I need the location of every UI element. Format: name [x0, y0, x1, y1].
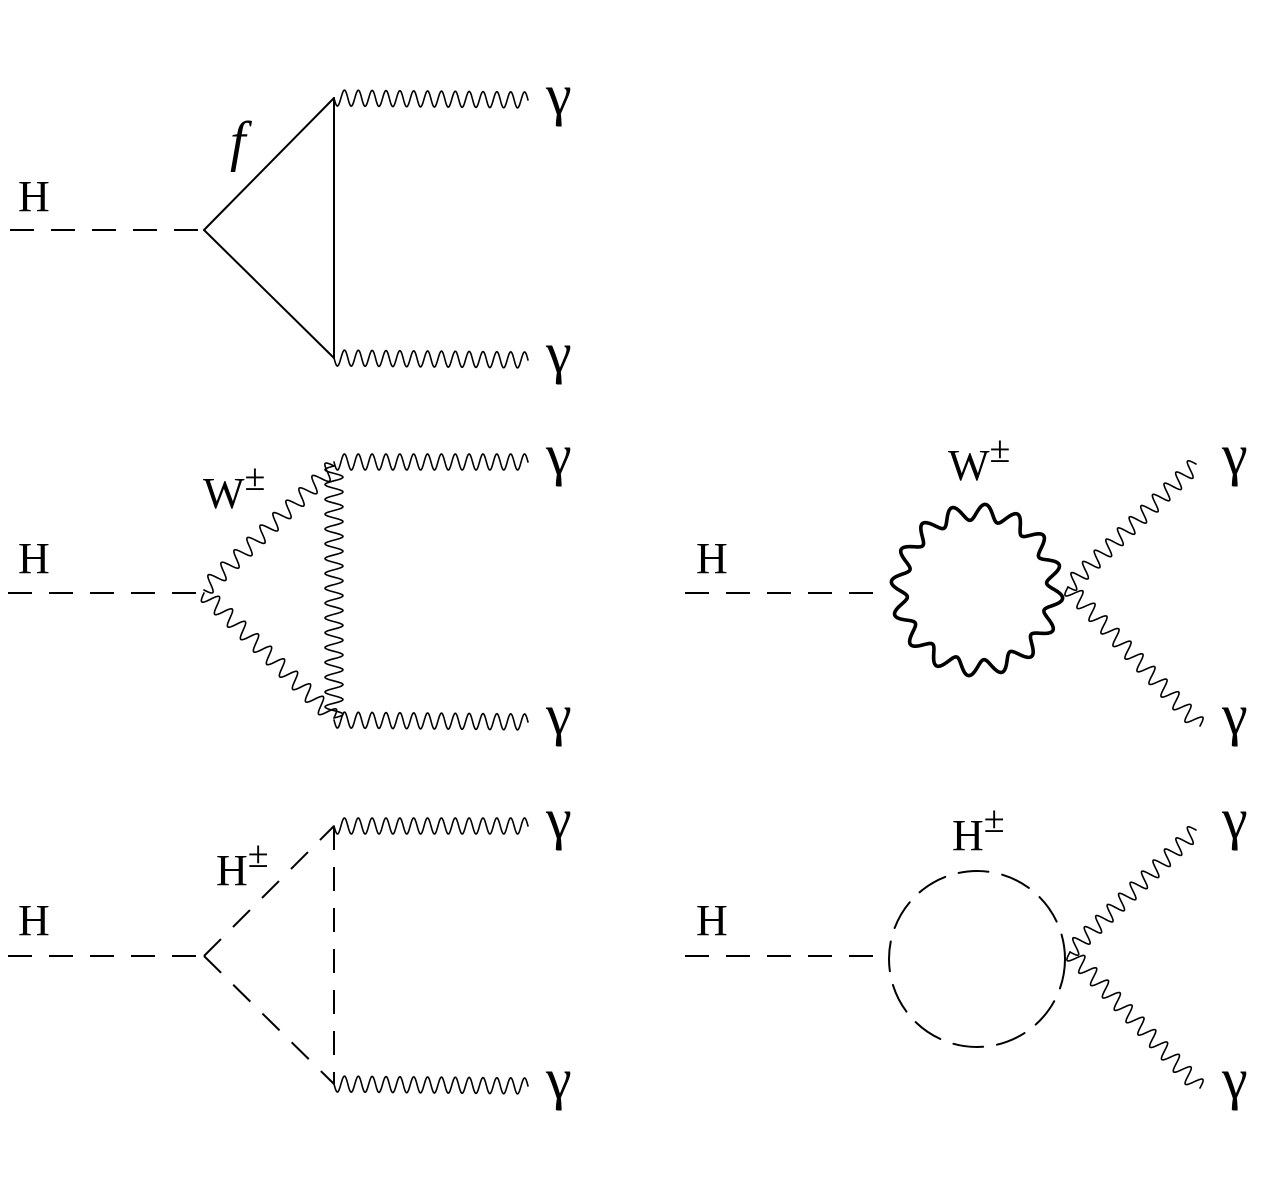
- label-charged-higgs-charge: ±: [984, 799, 1005, 841]
- diagram-charged-higgs-bubble: H H± γ γ: [685, 786, 1248, 1111]
- photon-line-top: [1067, 459, 1197, 592]
- label-photon-top: γ: [1221, 786, 1248, 851]
- photon-line-top: [333, 89, 529, 109]
- label-photon-top: γ: [545, 786, 572, 851]
- label-incoming-higgs: H: [696, 896, 728, 945]
- label-incoming-higgs: H: [18, 896, 50, 945]
- label-fermion: f: [230, 111, 253, 173]
- label-photon-top: γ: [545, 62, 572, 127]
- label-w-boson-charge: ±: [990, 429, 1011, 471]
- photon-line-bottom: [1066, 951, 1204, 1089]
- label-charged-higgs-charge: ±: [248, 834, 269, 876]
- w-loop-circle: [889, 502, 1065, 678]
- label-photon-bottom: γ: [545, 682, 572, 747]
- photon-line-bottom: [1064, 586, 1204, 727]
- fermion-loop-lower-line: [203, 229, 335, 359]
- label-photon-bottom: γ: [545, 320, 572, 385]
- photon-line-bottom: [333, 1075, 529, 1095]
- w-loop-vertical-line: [324, 465, 344, 719]
- label-charged-higgs: H±: [952, 799, 1005, 860]
- w-loop-lower-line: [200, 592, 338, 719]
- w-loop-upper-line: [203, 462, 335, 594]
- charged-higgs-loop-upper-line: [203, 825, 335, 957]
- label-photon-top: γ: [545, 422, 572, 487]
- diagram-charged-higgs-triangle: H H± γ γ: [8, 786, 572, 1111]
- photon-line-top: [333, 453, 529, 471]
- label-w-boson: W±: [203, 457, 265, 518]
- fermion-loop-upper-line: [203, 97, 335, 231]
- photon-line-top: [333, 817, 529, 835]
- label-charged-higgs-base: H: [952, 811, 984, 860]
- charged-higgs-loop-circle: [888, 870, 1066, 1048]
- label-w-boson-base: W: [948, 441, 990, 490]
- photon-line-top: [1069, 825, 1197, 957]
- label-incoming-higgs: H: [18, 534, 50, 583]
- label-w-boson-base: W: [203, 469, 245, 518]
- label-incoming-higgs: H: [696, 534, 728, 583]
- label-charged-higgs-base: H: [216, 846, 248, 895]
- label-w-boson-charge: ±: [245, 457, 266, 499]
- label-w-boson: W±: [948, 429, 1010, 490]
- label-charged-higgs: H±: [216, 834, 269, 895]
- diagram-fermion-triangle: H f γ γ: [10, 62, 572, 385]
- diagram-w-bubble: H W± γ γ: [685, 422, 1248, 747]
- photon-line-bottom: [333, 711, 529, 731]
- label-photon-bottom: γ: [545, 1046, 572, 1111]
- charged-higgs-loop-lower-line: [203, 955, 335, 1085]
- label-photon-top: γ: [1221, 422, 1248, 487]
- label-incoming-higgs: H: [18, 172, 50, 221]
- diagram-w-triangle: H W± γ γ: [8, 422, 572, 747]
- label-photon-bottom: γ: [1221, 1046, 1248, 1111]
- photon-line-bottom: [333, 349, 529, 369]
- label-photon-bottom: γ: [1221, 682, 1248, 747]
